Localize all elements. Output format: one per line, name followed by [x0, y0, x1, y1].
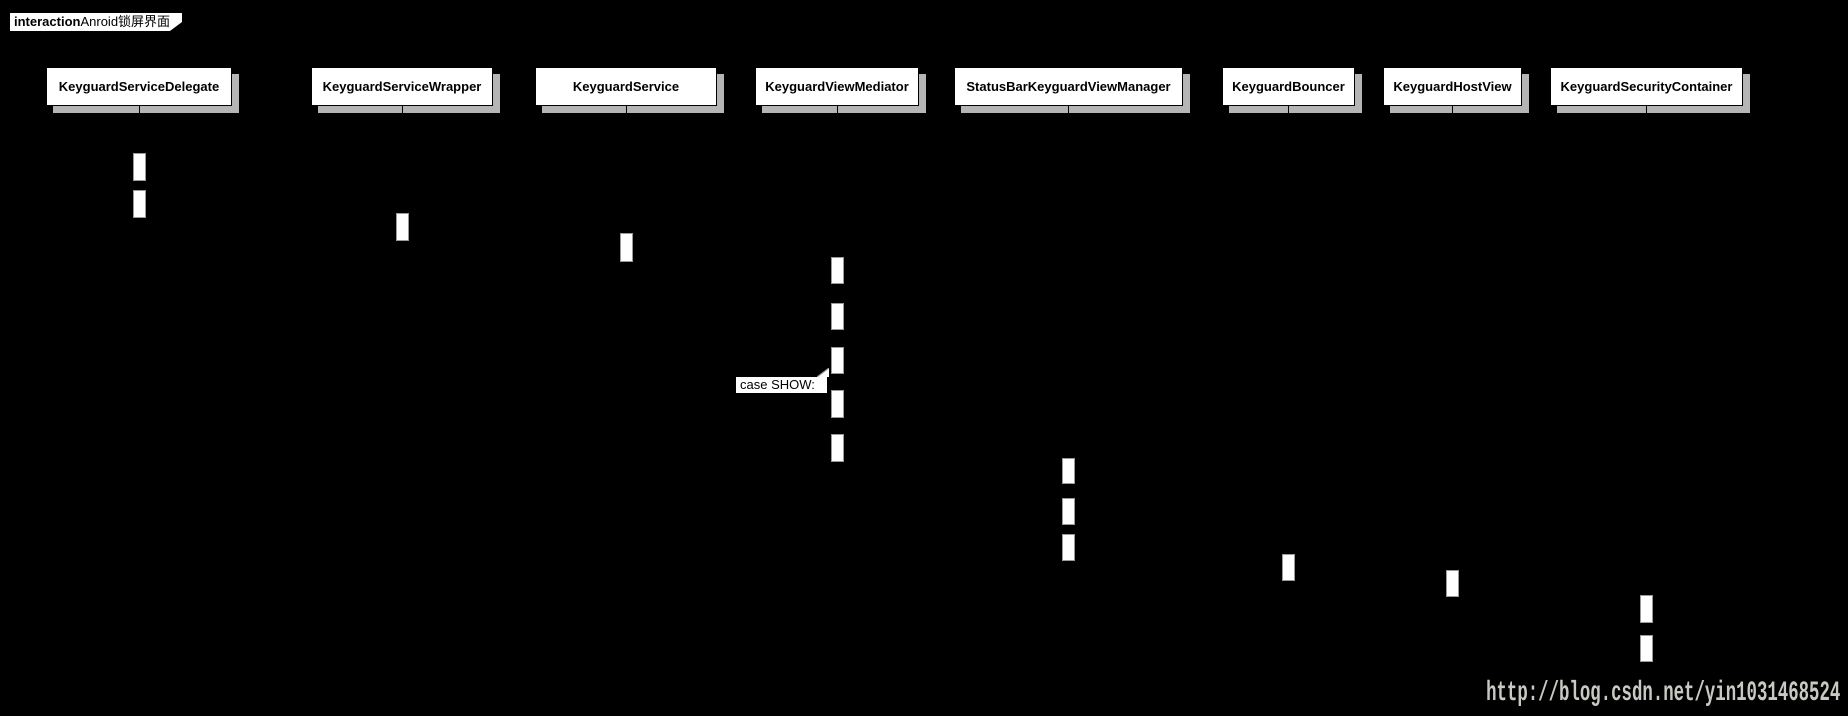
participant-keyguard-service-wrapper: KeyguardServiceWrapper [311, 67, 493, 106]
participant-keyguard-security-container: KeyguardSecurityContainer [1550, 67, 1743, 106]
lifeline-keyguard-bouncer [1288, 106, 1289, 678]
participant-keyguard-service: KeyguardService [535, 67, 717, 106]
lifeline-keyguard-service [625, 106, 627, 678]
activation-bar [830, 347, 844, 374]
note-case-show: case SHOW: [735, 368, 829, 394]
participant-keyguard-view-mediator: KeyguardViewMediator [755, 67, 919, 106]
activation-bar [132, 190, 146, 218]
lifeline-keyguard-host-view [1452, 106, 1453, 678]
activation-bar [830, 390, 844, 418]
participant-keyguard-service-delegate: KeyguardServiceDelegate [46, 67, 232, 106]
lifeline-status-bar-keyguard-view-manager [1068, 106, 1069, 678]
frame-title: Anroid锁屏界面 [80, 14, 171, 29]
activation-bar [1062, 498, 1075, 525]
activation-bar [830, 257, 844, 284]
participant-label: KeyguardBouncer [1232, 79, 1345, 94]
participant-keyguard-host-view: KeyguardHostView [1383, 67, 1522, 106]
activation-bar [830, 434, 844, 462]
participant-label: StatusBarKeyguardViewManager [966, 79, 1171, 94]
note-fold-icon [817, 368, 829, 377]
activation-bar [395, 213, 409, 241]
participant-label: KeyguardSecurityContainer [1560, 79, 1733, 94]
frame-keyword: interaction [14, 14, 81, 29]
activation-bar [132, 153, 146, 181]
lifeline-keyguard-service-wrapper [401, 106, 403, 678]
activation-bar [1062, 458, 1075, 484]
participant-keyguard-bouncer: KeyguardBouncer [1222, 67, 1355, 106]
participant-status-bar-keyguard-view-manager: StatusBarKeyguardViewManager [954, 67, 1183, 106]
interaction-frame-label: interactionAnroid锁屏界面 [10, 13, 182, 31]
watermark-url: http://blog.csdn.net/yin1031468524 [1485, 678, 1840, 709]
lifeline-keyguard-security-container [1646, 106, 1647, 678]
activation-bar [1282, 554, 1295, 581]
lifeline-keyguard-service-delegate [138, 106, 140, 678]
activation-bar [1640, 595, 1653, 623]
participant-label: KeyguardServiceDelegate [58, 79, 220, 94]
participant-label: KeyguardViewMediator [765, 79, 909, 94]
participant-label: KeyguardService [572, 79, 680, 94]
note-body: case SHOW: [735, 376, 828, 394]
activation-bar [1062, 534, 1075, 561]
activation-bar [830, 303, 844, 330]
activation-bar [1640, 635, 1653, 662]
activation-bar [619, 233, 633, 262]
participant-label: KeyguardHostView [1393, 79, 1512, 94]
participant-label: KeyguardServiceWrapper [322, 79, 482, 94]
activation-bar [1446, 570, 1459, 597]
